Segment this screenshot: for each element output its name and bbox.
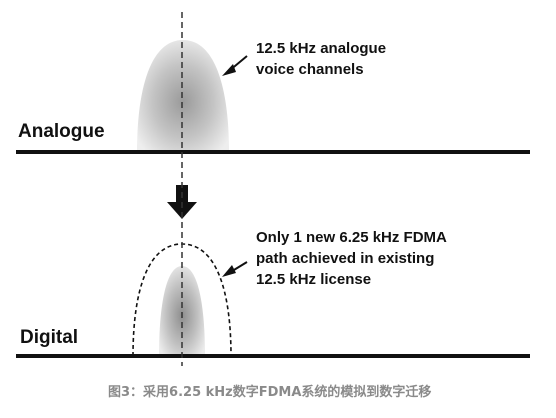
digital-note-line: Only 1 new 6.25 kHz FDMA xyxy=(256,229,447,246)
analogue-note-line: voice channels xyxy=(256,61,364,78)
digital-channel-lobe xyxy=(159,266,205,356)
analogue-note: 12.5 kHz analogue voice channels xyxy=(256,38,386,80)
digital-note-line: 12.5 kHz license xyxy=(256,271,372,288)
analogue-note-line: 12.5 kHz analogue xyxy=(256,40,387,57)
analogue-baseline xyxy=(16,150,530,154)
caption-text: 图3：采用6.25 kHz数字FDMA系统的模拟到数字迁移 xyxy=(108,385,432,400)
digital-pointer-arrow-icon xyxy=(222,261,248,277)
digital-baseline xyxy=(16,354,530,358)
analogue-label: Analogue xyxy=(18,121,105,142)
analogue-pointer-arrow-icon xyxy=(222,55,248,76)
digital-note: Only 1 new 6.25 kHz FDMA path achieved i… xyxy=(256,227,447,290)
figure-caption: 图3：采用6.25 kHz数字FDMA系统的模拟到数字迁移 xyxy=(0,368,556,418)
digital-label: Digital xyxy=(20,327,79,348)
digital-note-line: path achieved in existing xyxy=(256,250,435,267)
analogue-channel-lobe xyxy=(137,40,229,152)
watermark-overlay xyxy=(454,376,550,398)
